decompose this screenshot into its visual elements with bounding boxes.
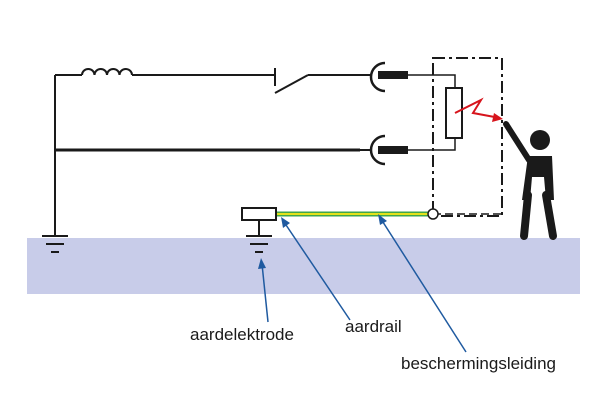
pointer-earth-rail-head [281, 217, 290, 228]
switch [274, 68, 309, 94]
label-protective-conductor: beschermingsleiding [401, 354, 556, 373]
ground-band [27, 238, 580, 294]
pointer-earth-electrode [261, 263, 269, 323]
fault-current-arrow [454, 97, 501, 119]
pointer-protective-conductor [380, 218, 467, 353]
load-resistor [445, 87, 463, 139]
source-earth-symbol [42, 235, 68, 253]
pointer-earth-rail [283, 221, 351, 321]
appliance-enclosure [432, 57, 503, 217]
pointer-earth-electrode-head [258, 258, 266, 269]
load-wire-top [408, 74, 456, 88]
label-earth-electrode: aardelektrode [190, 325, 294, 344]
earth-electrode-symbol [246, 235, 272, 253]
plug-top [360, 61, 408, 93]
inductor-coil [81, 68, 133, 76]
earth-rail [241, 207, 277, 221]
fault-arrowhead [492, 113, 503, 122]
pointer-protective-conductor-head [378, 214, 387, 225]
load-wire-bottom [408, 138, 456, 151]
label-earth-rail: aardrail [345, 317, 402, 336]
plug-bottom [360, 134, 408, 166]
enclosure-earth-terminal [427, 208, 439, 220]
person-figure [503, 121, 557, 240]
